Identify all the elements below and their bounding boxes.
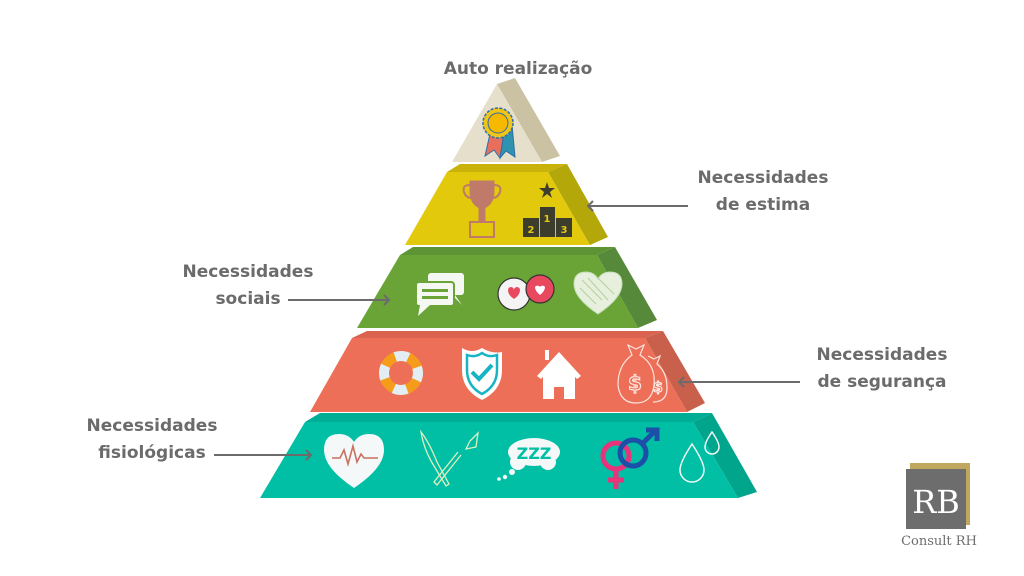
podium-icon: 1 2 3 [523,182,572,237]
arrow-seguranca [677,376,800,388]
podium-second: 2 [528,225,535,236]
heartbeat-icon [324,434,384,488]
award-medal-icon [482,107,516,160]
svg-text:$: $ [628,371,642,395]
lifebuoy-icon [379,351,423,395]
podium-third: 3 [561,225,568,236]
house-icon [537,350,581,399]
chat-bubbles-icon [415,273,464,316]
love-chat-icon [497,274,555,311]
level-auto-realizacao [452,78,560,162]
heart-icon [573,271,623,315]
label-sociais-line1: Necessidades [183,262,314,282]
label-fisiologicas-line2: fisiológicas [98,443,205,463]
sleep-text: ZZZ [517,444,552,463]
arrow-fisiologicas [214,449,313,461]
podium-first: 1 [544,214,551,225]
label-seguranca-line2: de segurança [817,372,946,392]
arrow-estima [586,200,688,212]
svg-text:$: $ [653,380,663,396]
label-fisiologicas-line1: Necessidades [87,416,218,436]
logo-monogram: RB [912,483,960,521]
logo-caption: Consult RH [901,534,977,549]
label-sociais-line2: sociais [215,289,280,309]
label-estima-line2: de estima [716,195,810,215]
arrow-sociais [288,294,391,306]
level-sociais [357,247,657,328]
water-drops-icon [679,430,720,483]
level-seguranca: $ $ [310,331,705,412]
knife-fork-icon [419,429,479,487]
sleep-zzz-icon: ZZZ [497,438,560,481]
money-bags-icon: $ $ [617,343,668,404]
label-estima-line1: Necessidades [698,168,829,188]
trophy-icon [462,180,502,238]
level-estima: 1 2 3 [405,164,608,245]
label-seguranca-line1: Necessidades [817,345,948,365]
label-auto-realizacao: Auto realização [444,59,593,79]
shield-check-icon [462,348,502,400]
level-fisiologicas: ZZZ [260,413,757,498]
gender-symbols-icon [600,427,660,489]
logo-rb-consult: RB Consult RH [901,463,977,549]
